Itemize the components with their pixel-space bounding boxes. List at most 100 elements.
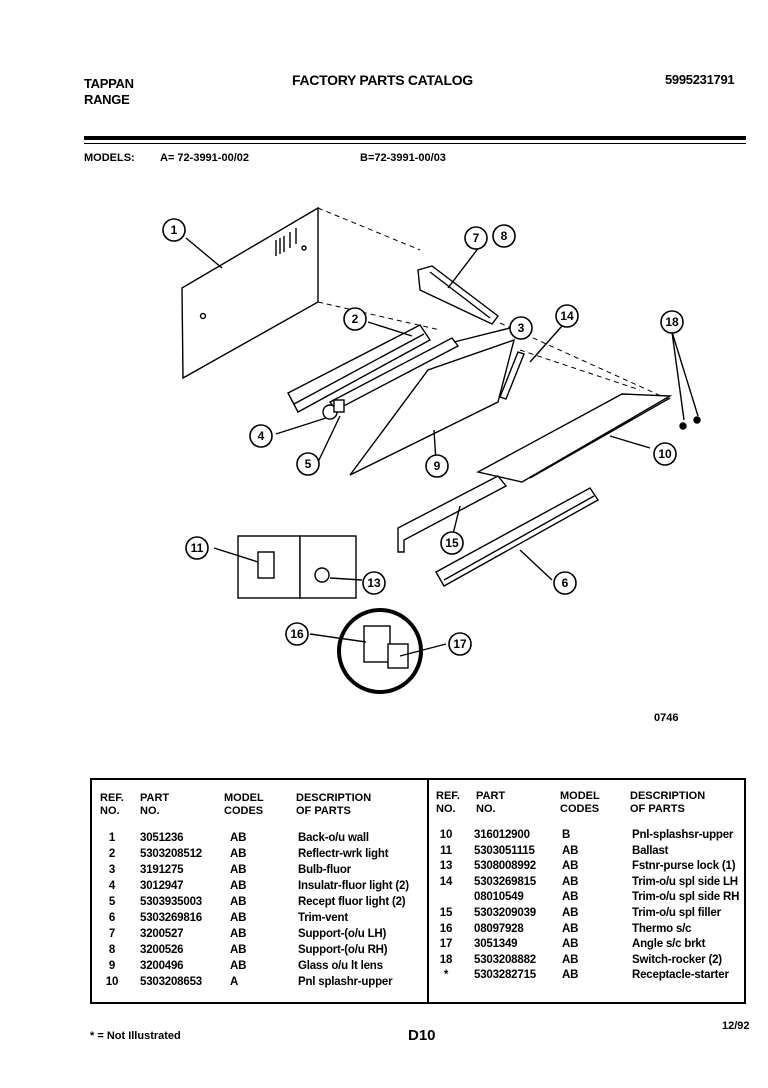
left-row-ref: 8	[108, 944, 116, 956]
right-row-code: B	[562, 829, 571, 841]
left-row-code: AB	[230, 928, 247, 940]
header-rule-thick	[84, 136, 746, 140]
right-row-ref: 14	[439, 875, 453, 888]
left-row-code: AB	[230, 864, 247, 876]
left-row-code: A	[230, 976, 239, 988]
models-label: MODELS:	[84, 152, 135, 164]
right-row-code: AB	[562, 891, 579, 904]
callout-1: 1	[171, 223, 178, 237]
right-row-ref: 11	[440, 844, 452, 857]
left-row-desc: Insulatr-fluor light (2)	[298, 880, 409, 892]
right-row-part: 316012900	[474, 829, 530, 841]
right-row-desc: Fstnr-purse lock (1)	[632, 860, 736, 873]
header-model-left: MODEL CODES	[224, 792, 264, 817]
right-row-code: AB	[562, 922, 579, 935]
right-row-code: AB	[562, 875, 579, 888]
callout-4: 4	[258, 429, 265, 443]
left-row-ref: 7	[108, 928, 116, 940]
left-row-ref: 4	[108, 880, 116, 892]
right-row-part: 5303051115	[474, 844, 535, 857]
header-ref-right: REF. NO.	[436, 790, 460, 815]
left-row-desc: Recept fluor light (2)	[298, 896, 406, 908]
right-row-code: AB	[562, 938, 579, 951]
left-row-part: 5303269816	[140, 912, 202, 924]
header-part-left: PART NO.	[140, 792, 170, 817]
right-row-part: 5303269815	[474, 875, 536, 888]
right-row-part: 5308008992	[474, 860, 536, 873]
right-row-desc: Switch-rocker (2)	[632, 953, 722, 966]
callout-7: 7	[473, 231, 480, 245]
exploded-parts-diagram: 1 2 3 4 5 6 7 8 9 10 11 13 14 15 16 17 1…	[162, 206, 701, 694]
model-b: B=72-3991-00/03	[360, 152, 446, 164]
right-row-code: AB	[562, 907, 579, 919]
left-row-code: AB	[230, 960, 247, 972]
callout-11: 11	[191, 541, 204, 555]
left-row-part: 3051236	[140, 832, 184, 844]
callout-9: 9	[434, 459, 441, 473]
right-row-code: AB	[562, 844, 579, 857]
callout-8: 8	[501, 229, 508, 243]
left-row-desc: Bulb-fluor	[298, 864, 351, 876]
product-type: RANGE	[84, 92, 130, 107]
left-row-code: AB	[230, 912, 247, 924]
right-row-part: 5303208882	[474, 953, 536, 966]
diagram-code: 0746	[654, 712, 679, 724]
left-row-code: AB	[230, 944, 247, 956]
callout-14: 14	[560, 309, 574, 323]
callout-15: 15	[445, 536, 459, 550]
left-row-part: 3200496	[140, 960, 184, 972]
parts-table	[90, 778, 746, 1004]
left-row-desc: Support-(o/u LH)	[298, 928, 387, 940]
left-row-code: AB	[230, 896, 247, 908]
callout-13: 13	[367, 576, 381, 590]
left-row-ref: 1	[108, 832, 116, 844]
right-row-desc: Trim-o/u spl side LH	[632, 875, 738, 888]
right-row-desc: Trim-o/u spl filler	[632, 907, 721, 919]
left-row-ref: 9	[108, 960, 116, 972]
right-row-ref: 10	[439, 829, 453, 841]
left-row-desc: Reflectr-wrk light	[298, 848, 389, 860]
header-desc-right: DESCRIPTION OF PARTS	[630, 790, 706, 815]
left-row-code: AB	[230, 848, 247, 860]
left-row-desc: Glass o/u lt lens	[298, 960, 383, 972]
right-row-part: 08010549	[474, 891, 524, 904]
table-divider	[427, 778, 429, 1004]
callout-5: 5	[305, 457, 312, 471]
left-row-code: AB	[230, 880, 247, 892]
callout-16: 16	[290, 627, 304, 641]
left-row-part: 3191275	[140, 864, 184, 876]
catalog-title: FACTORY PARTS CATALOG	[292, 72, 473, 88]
left-row-desc: Trim-vent	[298, 912, 348, 924]
right-row-code: AB	[562, 953, 579, 966]
left-row-part: 3200527	[140, 928, 184, 940]
left-row-ref: 5	[108, 896, 116, 908]
right-row-ref: 17	[439, 938, 453, 951]
left-row-ref: 3	[108, 864, 116, 876]
not-illustrated-note: * = Not Illustrated	[90, 1030, 181, 1042]
header-desc-left: DESCRIPTION OF PARTS	[296, 792, 372, 817]
header-part-right: PART NO.	[476, 790, 506, 815]
header-ref-left: REF. NO.	[100, 792, 124, 817]
header-rule-thin	[84, 143, 746, 144]
left-row-part: 3200526	[140, 944, 184, 956]
back-wall-panel	[181, 206, 319, 380]
left-row-ref: 10	[105, 976, 119, 988]
document-number: 5995231791	[665, 72, 735, 87]
right-row-desc: Pnl-splashsr-upper	[632, 829, 734, 841]
right-row-part: 5303209039	[474, 907, 536, 919]
right-row-ref: 18	[439, 953, 453, 966]
header-model-right: MODEL CODES	[560, 790, 600, 815]
left-row-ref: 6	[108, 912, 116, 924]
date-code: 12/92	[722, 1020, 750, 1032]
right-row-desc: Trim-o/u spl side RH	[632, 891, 740, 904]
left-row-ref: 2	[108, 848, 116, 860]
right-row-part: 08097928	[474, 922, 524, 935]
callout-3: 3	[518, 321, 525, 335]
left-row-code: AB	[230, 832, 247, 844]
right-row-ref: *	[443, 969, 449, 982]
callout-10: 10	[658, 447, 672, 461]
callout-18: 18	[665, 315, 679, 329]
left-row-part: 5303208512	[140, 848, 202, 860]
left-row-desc: Support-(o/u RH)	[298, 944, 388, 956]
callout-17: 17	[453, 637, 467, 651]
